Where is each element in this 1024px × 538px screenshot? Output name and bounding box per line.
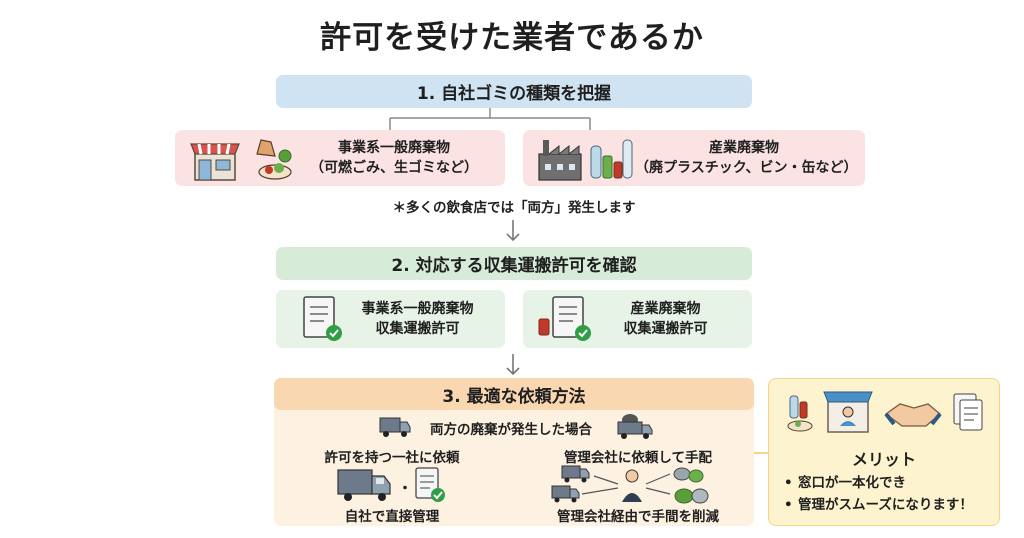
permit-document-check-icon (303, 296, 342, 341)
dot-separator: ・ (398, 481, 412, 497)
industrial-permit-sub: 収集運搬許可 (623, 321, 708, 337)
shop-icon (190, 143, 240, 181)
merit-connector (754, 452, 768, 454)
general-permit-label: 事業系一般廃棄物 (361, 301, 474, 317)
general-waste-examples: （可燃ごみ、生ゴミなど） (310, 160, 478, 176)
general-permit-sub: 収集運搬許可 (375, 321, 460, 337)
option-management-label: 管理会社に依頼して手配 (563, 450, 713, 466)
step1-bracket (389, 108, 591, 130)
option-management-result: 管理会社経由で手間を削減 (557, 509, 719, 525)
step3-header: 3. 最適な依頼方法 (274, 378, 754, 410)
industrial-permit-label: 産業廃棄物 (630, 301, 701, 317)
option-direct-result: 自社で直接管理 (344, 509, 440, 525)
general-waste-label: 事業系一般廃棄物 (338, 140, 450, 156)
industrial-waste-label: 産業廃棄物 (709, 140, 779, 156)
step1-card-industrial-waste: 産業廃棄物 （廃プラスチック、ビン・缶など） (523, 130, 865, 186)
industrial-waste-examples: （廃プラスチック、ビン・缶など） (635, 160, 858, 176)
merit-list: •窓口が一本化でき •管理がスムーズになります！ (784, 472, 994, 516)
down-arrow-icon (506, 220, 520, 242)
garbage-truck-icon (379, 417, 411, 437)
step3-condition: 両方の廃棄が発生した場合 (430, 422, 592, 438)
page-title: 許可を受けた業者であるか (320, 20, 704, 56)
waste-truck-icon (617, 414, 653, 439)
merit-illustration (787, 391, 983, 433)
down-arrow-icon-2 (506, 354, 520, 376)
step1-header: 1. 自社ゴミの種類を把握 (276, 75, 752, 108)
bottles-cans-icon (590, 139, 633, 179)
truck-icon (337, 469, 391, 501)
step1-note: ＊多くの飲食店では「両方」発生します (392, 200, 636, 216)
option-direct-label: 許可を持つ一社に依頼 (324, 450, 460, 466)
step2-card-industrial-permit: 産業廃棄物 収集運搬許可 (523, 290, 752, 348)
food-waste-icon (256, 139, 292, 180)
management-network-icon (551, 465, 709, 504)
merit-item: •窓口が一本化でき (784, 475, 906, 491)
merit-item: •管理がスムーズになります！ (784, 497, 973, 513)
step1-card-general-waste: 事業系一般廃棄物 （可燃ごみ、生ゴミなど） (175, 130, 505, 186)
permit-check-icon (415, 467, 445, 502)
factory-icon (538, 140, 582, 181)
step2-header: 2. 対応する収集運搬許可を確認 (276, 247, 752, 280)
can-permit-document-icon (538, 296, 591, 341)
merit-heading: メリット (851, 450, 916, 469)
step2-card-general-permit: 事業系一般廃棄物 収集運搬許可 (276, 290, 505, 348)
